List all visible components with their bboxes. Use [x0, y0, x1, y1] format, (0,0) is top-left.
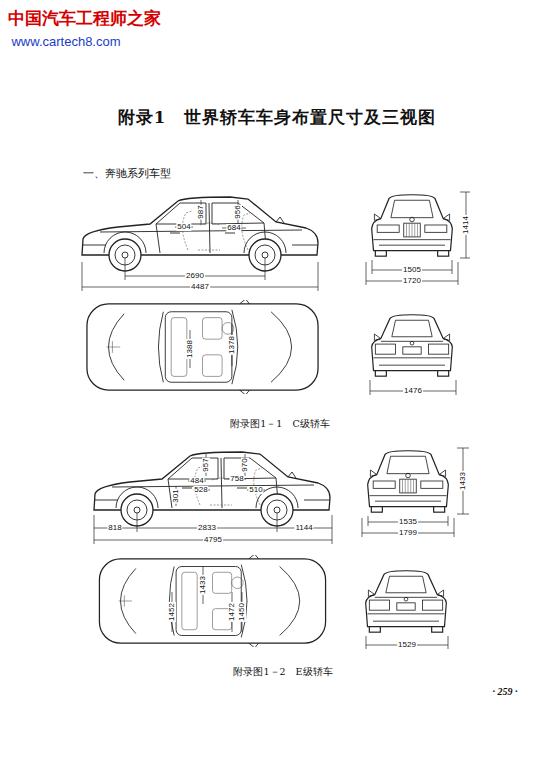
dimension-label: 1414 [462, 215, 470, 235]
watermark-url: www.cartech8.com [10, 35, 121, 48]
dimension-label: 1720 [402, 277, 422, 285]
dimension-label: 2690 [185, 272, 205, 280]
dimension-label: 684 [226, 224, 241, 232]
dimension-label: 504 [176, 223, 191, 231]
dimension-label: 1472 [228, 602, 236, 622]
dimension-label: 1535 [398, 518, 418, 526]
dimension-label: 1433 [199, 575, 207, 595]
dimension-label: 1378 [228, 335, 236, 355]
dimension-label: 758 [229, 475, 244, 483]
dimension-label: 301 [172, 488, 180, 503]
dimension-label: 956 [234, 204, 242, 219]
section-heading: 一、奔驰系列车型 [82, 168, 172, 179]
dimension-label: 2833 [197, 524, 217, 532]
dimension-label: 970 [241, 457, 249, 472]
dimension-label: 1388 [186, 339, 194, 359]
dimension-label: 528 [193, 486, 208, 494]
dimension-label: 818 [107, 524, 122, 532]
figure-caption: 附录图1－1 C级轿车 [229, 419, 330, 429]
dimension-label: 1799 [398, 529, 418, 537]
dimension-label: 1476 [403, 387, 423, 395]
dimension-label: 510 [248, 486, 263, 494]
figure-caption: 附录图1－2 E级轿车 [232, 667, 333, 677]
page-number: · 259 · [492, 687, 519, 697]
dimension-label: 4795 [203, 536, 223, 544]
dimension-label: 987 [197, 204, 205, 219]
dimension-label: 1433 [459, 471, 467, 491]
dimension-label: 484 [189, 477, 204, 485]
dimension-label: 1452 [168, 602, 176, 622]
dimension-label: 957 [202, 457, 210, 472]
dimension-label: 1450 [238, 602, 246, 622]
dimension-label: 1144 [294, 524, 313, 532]
dimension-label: 1529 [397, 641, 417, 649]
dimension-label: 1505 [402, 266, 422, 274]
watermark-title: 中国汽车工程师之家 [7, 10, 162, 27]
page-title: 附录1 世界轿车车身布置尺寸及三视图 [117, 110, 437, 127]
dimension-label: 4487 [190, 283, 210, 291]
